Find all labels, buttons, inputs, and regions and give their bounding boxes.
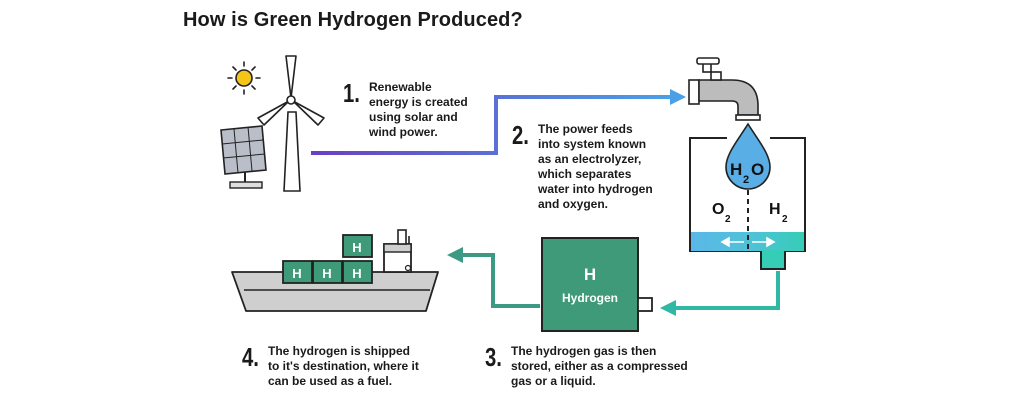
wind-turbine-icon [257,55,325,192]
page-title: How is Green Hydrogen Produced? [183,9,523,31]
step-1: 1. Renewable energy is created using sol… [343,80,468,140]
container-label-3: H [352,266,361,281]
molecule-sub: 2 [743,174,749,186]
step-2-text: The power feeds into system known as an … [538,122,653,211]
step-4-text: The hydrogen is shipped to it's destinat… [268,344,419,388]
step-1-text: Renewable energy is created using solar … [369,80,468,139]
hydrogen-gas-label: H [769,201,781,218]
cargo-ship-icon [231,229,439,312]
oxygen-label: O [712,201,724,218]
container-label-top: H [352,240,361,255]
water-drop-icon [725,122,771,190]
step-3: 3. The hydrogen gas is then stored, eith… [485,344,688,389]
hydrogen-gas-sub: 2 [782,214,788,225]
step-3-number: 3. [485,342,502,372]
power-flow-arrow [311,89,686,155]
step-1-number: 1. [343,78,360,108]
step-2: 2. The power feeds into system known as … [512,122,653,212]
solar-panel-icon [220,125,267,189]
storage-to-ship-arrow [447,247,540,308]
faucet-icon [688,57,761,121]
container-label-2: H [322,266,331,281]
oxygen-sub: 2 [725,214,731,225]
tank-to-storage-arrow [660,271,780,316]
step-2-number: 2. [512,120,529,150]
step-4: 4. The hydrogen is shipped to it's desti… [242,344,419,389]
container-label-1: H [292,266,301,281]
storage-symbol: H [584,265,596,284]
step-4-number: 4. [242,342,259,372]
storage-label: Hydrogen [562,291,618,305]
step-3-text: The hydrogen gas is then stored, either … [511,344,688,388]
molecule-h: H [730,160,742,179]
molecule-o: O [751,160,764,179]
sun-icon [227,61,261,95]
hydrogen-storage-box [541,237,653,332]
electrolyzer-tank [689,137,806,270]
